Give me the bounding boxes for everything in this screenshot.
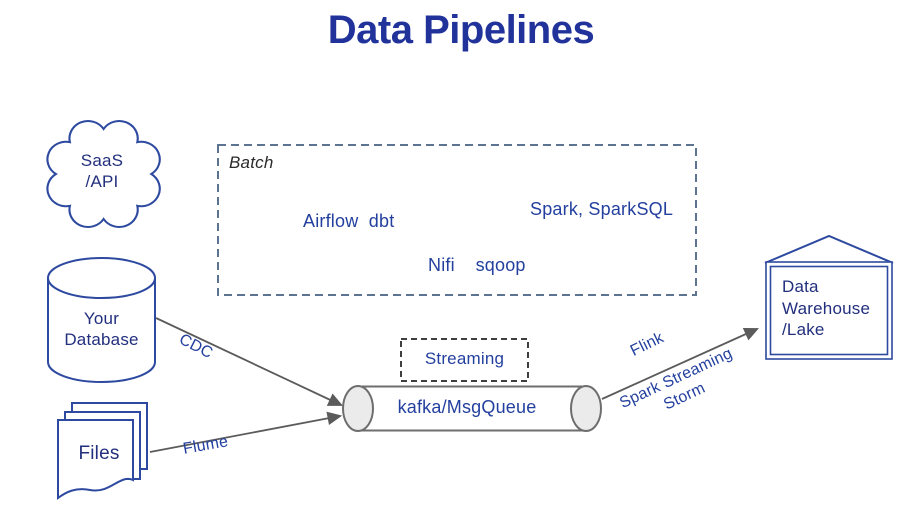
cloud-icon: [46, 120, 161, 228]
batch-label: Batch: [229, 153, 274, 172]
page-title: Data Pipelines: [327, 8, 595, 52]
kafka-msgqueue-label: kafka/MsgQueue: [397, 397, 537, 417]
files-icon: [57, 402, 148, 500]
your-database-label: Your Database: [64, 309, 139, 349]
streaming-box: [400, 338, 529, 382]
warehouse-icon: [764, 234, 894, 360]
message-queue-cylinder-icon: [342, 385, 602, 432]
cdc-arrow: [155, 317, 343, 406]
files-label: Files: [78, 443, 120, 464]
data-warehouse-label: Data Warehouse /Lake: [782, 277, 871, 339]
nifi-sqoop-label: Nifi sqoop: [428, 255, 526, 275]
airflow-dbt-label: Airflow dbt: [303, 211, 395, 231]
database-cylinder-icon: [47, 257, 156, 383]
streaming-label: Streaming: [424, 349, 505, 368]
batch-box: [217, 144, 697, 296]
flume-arrow: [149, 411, 343, 453]
spark-sparksql-label: Spark, SparkSQL: [530, 199, 674, 219]
streaming-output-arrow: [601, 327, 759, 400]
saas-api-label: SaaS /API: [80, 151, 124, 191]
